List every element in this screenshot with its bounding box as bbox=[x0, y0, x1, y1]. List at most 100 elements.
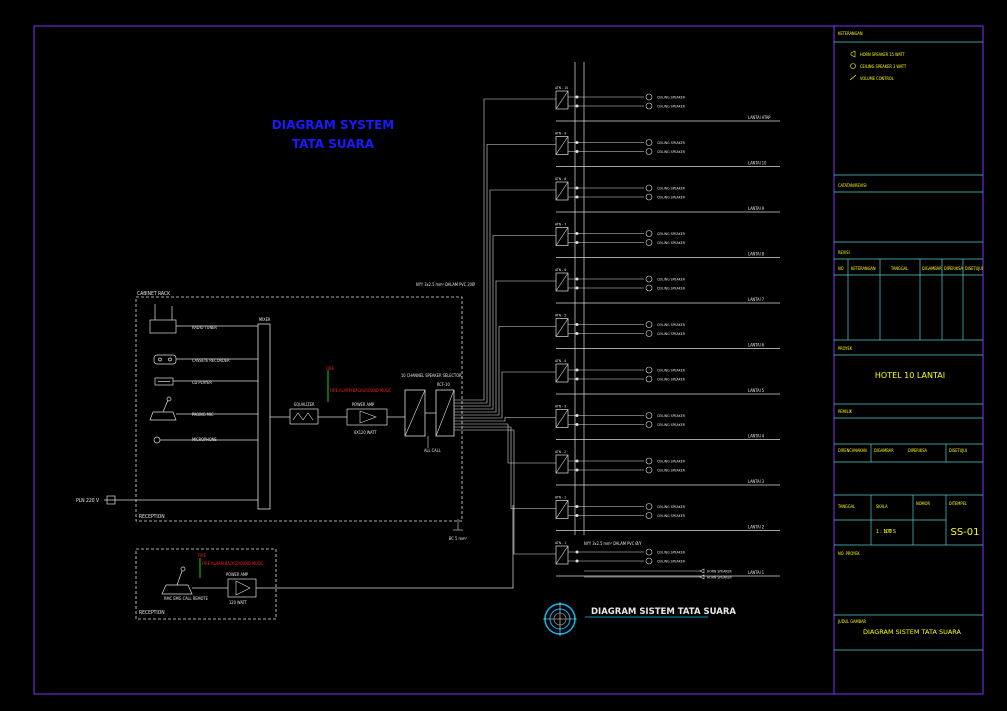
tap-dot bbox=[575, 186, 579, 190]
speaker-label: CEILING SPEAKER bbox=[657, 514, 686, 518]
equalizer-block bbox=[289, 408, 319, 425]
volume-control-box bbox=[555, 227, 569, 246]
pln-label: PLN 220 V bbox=[76, 498, 100, 504]
feeder-line bbox=[454, 326, 556, 416]
ceiling-speaker-icon bbox=[645, 148, 653, 155]
source-label-radio: RADIO TUNER bbox=[192, 325, 217, 330]
equalizer-icon bbox=[292, 412, 314, 421]
volume-control-slash bbox=[555, 227, 569, 246]
feeder-line bbox=[454, 280, 556, 413]
tb-keterangan: KETERANGAN bbox=[838, 31, 863, 36]
source-label-cd: CD PLAYER bbox=[192, 380, 212, 385]
remote-amp-label: POWER AMP bbox=[226, 572, 249, 577]
volume-control-slash bbox=[555, 272, 569, 292]
ceiling-speaker-icon bbox=[645, 330, 653, 337]
ceiling-speaker-icon bbox=[645, 412, 653, 419]
horn-speaker-icon bbox=[850, 50, 856, 58]
tap-dot bbox=[575, 323, 579, 326]
tb-rev-h2: TANGGAL bbox=[890, 266, 908, 271]
feeder-line bbox=[454, 144, 556, 404]
speaker-label: CEILING SPEAKER bbox=[657, 232, 686, 236]
ceiling-speaker-icon bbox=[645, 512, 653, 519]
attenuator-label: ATN - 10 bbox=[555, 86, 568, 90]
volume-control-box bbox=[555, 363, 569, 383]
feeder-line bbox=[454, 429, 556, 555]
tap-dot bbox=[575, 141, 579, 144]
tap-dot bbox=[575, 550, 579, 554]
zone-unit-note: ALL CALL bbox=[424, 448, 441, 453]
drawing-frame bbox=[33, 25, 984, 695]
floor-label: LANTAI 3 bbox=[748, 479, 764, 484]
volume-control-slash bbox=[555, 454, 569, 474]
ceiling-speaker-icon bbox=[645, 321, 653, 328]
radio-tuner-icon bbox=[149, 304, 177, 334]
speaker-label: CEILING SPEAKER bbox=[657, 469, 686, 473]
feeder-line bbox=[454, 371, 556, 419]
speaker-label: CEILING SPEAKER bbox=[657, 332, 686, 336]
tap-dot bbox=[575, 559, 579, 563]
attenuator-label: ATN - 4 bbox=[555, 359, 566, 363]
tap-dot bbox=[575, 95, 579, 99]
tb-sheet: SS-01 bbox=[950, 527, 979, 538]
feeder-line bbox=[454, 417, 556, 422]
volume-control-slash bbox=[555, 363, 569, 383]
horn-speaker-icon bbox=[699, 568, 705, 574]
remote-amp-block bbox=[227, 578, 257, 598]
volume-control-box bbox=[555, 500, 569, 519]
source-label-paging: PAGING MIC bbox=[192, 412, 214, 417]
attenuator-label: ATN - 6 bbox=[555, 268, 566, 272]
footer-title-icon bbox=[543, 602, 577, 636]
speaker-label: CEILING SPEAKER bbox=[657, 278, 686, 282]
tap-dot bbox=[575, 459, 579, 463]
source-label-mic: MICROPHONE bbox=[192, 437, 217, 442]
tb-revisi: REVISI bbox=[838, 250, 850, 255]
tb-rev-h0: NO bbox=[838, 266, 844, 271]
volume-control-slash bbox=[555, 500, 569, 519]
remote-mic-icon bbox=[161, 566, 193, 595]
tap-dot bbox=[575, 505, 579, 508]
attenuator-label: ATN - 2 bbox=[555, 450, 566, 454]
volume-control-slash bbox=[555, 318, 569, 337]
horn-label: HORN SPEAKER bbox=[707, 576, 732, 580]
tb-ttd-h0: DIRENCANAKAN bbox=[838, 448, 867, 453]
speaker-label: CEILING SPEAKER bbox=[657, 414, 686, 418]
floor-label: LANTAI 9 bbox=[748, 206, 765, 211]
tb-catatan: CATATAN/REVISI bbox=[838, 183, 867, 188]
volume-control-slash bbox=[555, 90, 569, 110]
power-amp-sub: 6X120 WATT bbox=[354, 430, 377, 435]
ceiling-speaker-icon bbox=[645, 239, 653, 246]
fire-alarm-label: FIRE ALARM BACKGROUND MUSIC bbox=[330, 388, 392, 393]
floor-label: LANTAI 1 bbox=[748, 570, 764, 575]
channel-selector-label: 10 CHANNEL SPEAKER SELECTOR bbox=[401, 373, 462, 378]
tb-ttd-h2: DIPERIKSA bbox=[908, 448, 928, 453]
paging-mic-icon bbox=[149, 396, 177, 421]
tb-rev-h1: KETERANGAN bbox=[851, 266, 876, 271]
floor-label: LANTAI 7 bbox=[748, 297, 764, 302]
floor-label: LANTAI 5 bbox=[748, 388, 764, 393]
tap-dot bbox=[575, 286, 579, 290]
feeder-line bbox=[454, 423, 556, 464]
cable-bottom-label: NYY 3x2.5 mm² DALAM PVC Ø/Y bbox=[584, 541, 642, 546]
feeder-line bbox=[454, 426, 556, 509]
mixer-block bbox=[257, 323, 271, 510]
attenuator-label: ATN - 8 bbox=[555, 177, 566, 181]
power-amp-label: POWER AMP bbox=[352, 402, 375, 407]
tap-dot bbox=[575, 104, 579, 108]
remote-wire bbox=[256, 505, 514, 589]
fire-alarm-note: FIRE bbox=[326, 366, 335, 371]
feeder-line bbox=[454, 235, 556, 410]
tap-dot bbox=[575, 468, 579, 472]
ceiling-speaker-icon bbox=[645, 375, 653, 383]
speaker-label: CEILING SPEAKER bbox=[657, 105, 686, 109]
volume-control-box bbox=[555, 136, 569, 155]
tap-dot bbox=[575, 368, 579, 372]
speaker-label: CEILING SPEAKER bbox=[657, 287, 686, 291]
amplifier-icon bbox=[359, 410, 377, 424]
titleblock-grid bbox=[834, 41, 983, 651]
floor-label: LANTAI ATAP bbox=[748, 115, 771, 120]
feeder-line bbox=[454, 98, 556, 401]
volume-control-slash bbox=[555, 181, 569, 201]
ceiling-speaker-icon bbox=[645, 366, 653, 374]
ceiling-speaker-icon bbox=[645, 548, 653, 556]
